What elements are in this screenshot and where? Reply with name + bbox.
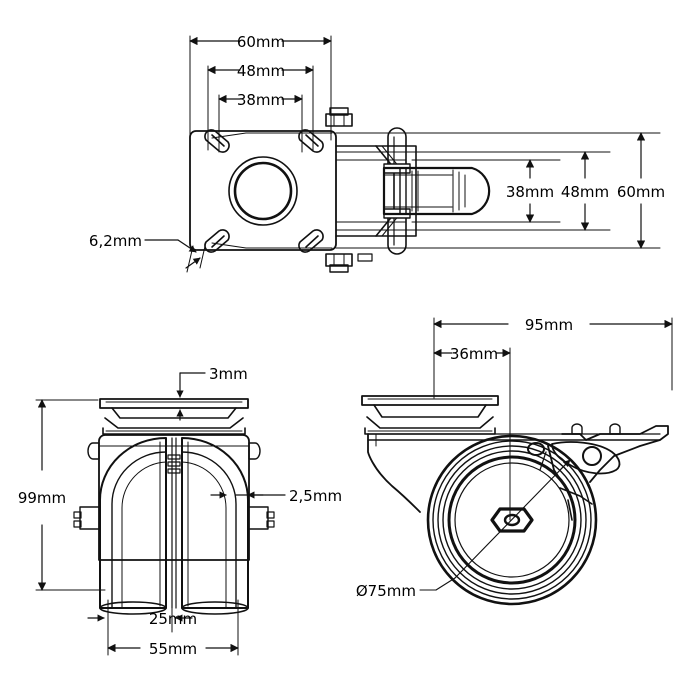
twin-wheel-top-outline [382, 166, 491, 216]
side-plate [361, 395, 499, 406]
dim-label-55mm: 55mm [149, 640, 197, 658]
dimension-labels: 60mm 48mm 38mm 38mm 48mm 60mm 6,2mm 3mm … [18, 33, 665, 658]
top-view-extension-lines [189, 35, 332, 153]
dim-label-6-2mm: 6,2mm [89, 232, 142, 250]
dim-label-75mm-diameter: Ø75mm [356, 582, 416, 600]
dim-label-99mm: 99mm [18, 489, 66, 507]
side-view-group [361, 317, 673, 606]
small-lug-bottom [357, 253, 373, 262]
front-wheel-right [181, 437, 249, 615]
kingpin-nut-top [325, 107, 353, 127]
kingpin-nut-bottom [325, 253, 353, 273]
dim-95mm-36mm [433, 319, 673, 358]
side-wheel-hub [490, 507, 534, 533]
mounting-hole-top-right [298, 129, 324, 153]
dim-label-95mm: 95mm [525, 316, 573, 334]
mounting-hole-group [204, 129, 324, 253]
dim-label-3mm: 3mm [209, 365, 248, 383]
mounting-hole-bottom-right [298, 229, 324, 253]
dim-25mm-55mm [87, 599, 239, 656]
front-view-group [35, 372, 286, 656]
top-view-right-extension-lines [335, 132, 661, 249]
front-center-spacer [167, 437, 181, 609]
mounting-plate-outline [189, 130, 337, 251]
dim-label-25mm: 25mm [149, 610, 197, 628]
top-view-vertical-dims [525, 132, 646, 249]
mounting-hole-bottom-left [204, 229, 230, 253]
dim-label-48mm-top: 48mm [237, 62, 285, 80]
swivel-ring-outer [228, 156, 298, 226]
top-view-group [144, 35, 661, 273]
front-fork-housing [87, 434, 261, 561]
front-plate [99, 398, 249, 409]
dim-6-2mm-leader [144, 239, 207, 273]
dim-label-2-5mm: 2,5mm [289, 487, 342, 505]
dim-label-38mm-top: 38mm [237, 91, 285, 109]
dim-99mm [35, 399, 106, 591]
mounting-hole-top-left [204, 129, 230, 153]
dim-label-60mm-top: 60mm [237, 33, 285, 51]
front-side-lugs [73, 506, 275, 530]
dim-label-36mm: 36mm [450, 345, 498, 363]
top-view-horizontal-dims [189, 36, 332, 104]
front-wheel-left [99, 437, 167, 615]
dim-label-38mm-right: 38mm [506, 183, 554, 201]
swivel-ring-inner [233, 161, 293, 221]
side-wheel [426, 434, 598, 606]
dim-3mm-leader [176, 372, 206, 421]
front-swivel-raceway [102, 407, 246, 435]
dim-label-60mm-right: 60mm [617, 183, 665, 201]
dim-label-48mm-right: 48mm [561, 183, 609, 201]
dim-75mm-diameter-leader [419, 459, 571, 591]
